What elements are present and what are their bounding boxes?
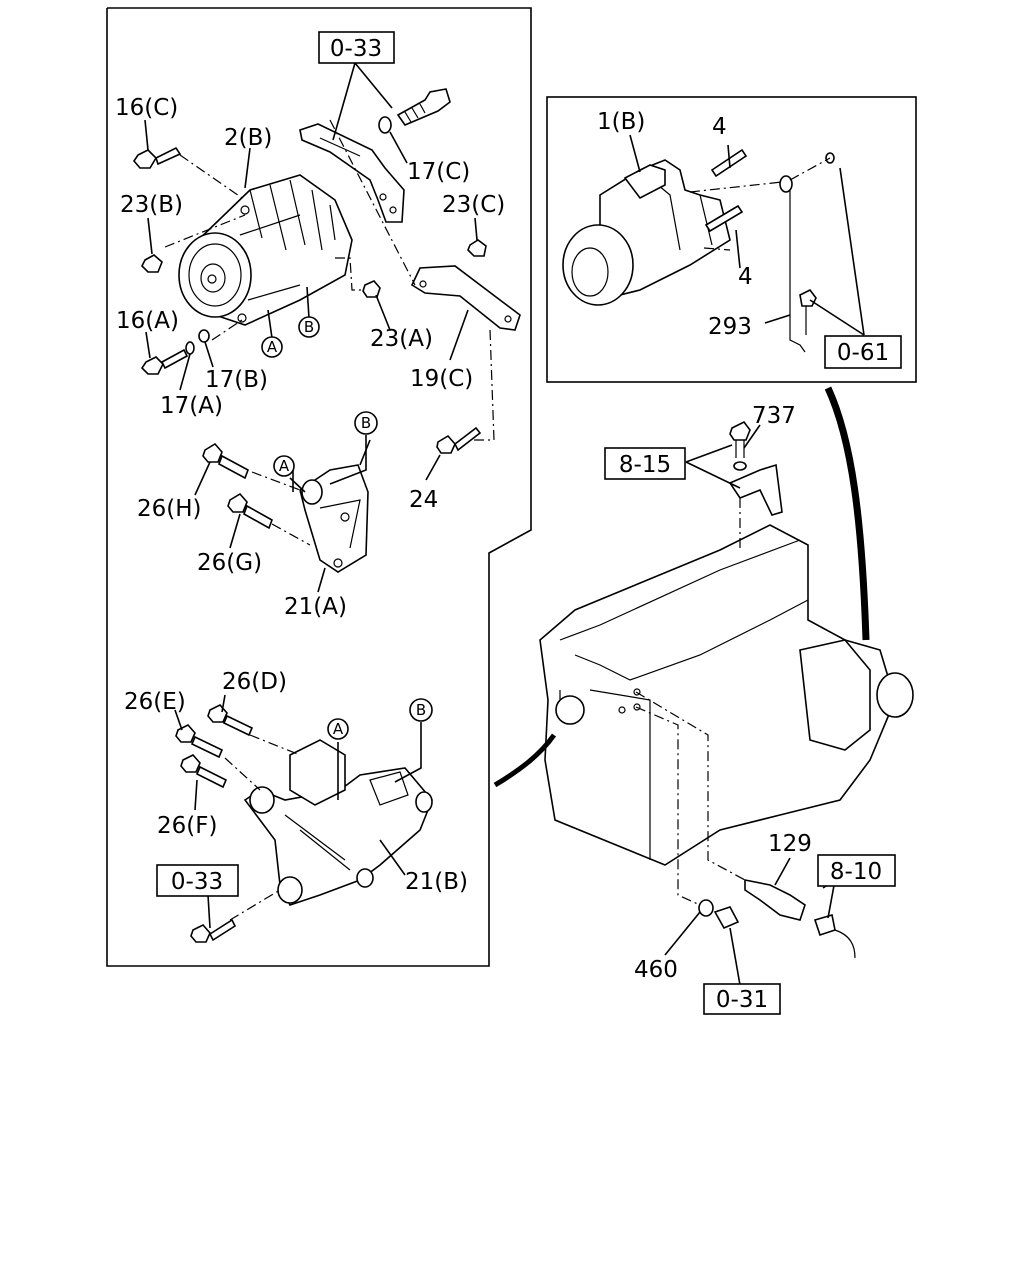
upper-bracket-drawing — [299, 88, 451, 223]
separator-curve-right — [824, 386, 870, 641]
label-24[interactable]: 24 — [409, 487, 438, 513]
marker-a-bracket-21b: A — [327, 718, 349, 740]
label-21b[interactable]: 21(B) — [405, 869, 468, 895]
fasteners-alternator — [132, 146, 487, 454]
label-26d[interactable]: 26(D) — [222, 669, 287, 695]
label-4-bottom[interactable]: 4 — [738, 264, 753, 290]
label-26h[interactable]: 26(H) — [137, 496, 202, 522]
label-293[interactable]: 293 — [708, 314, 752, 340]
dash-lines — [164, 119, 831, 921]
svg-text:B: B — [416, 701, 426, 719]
svg-text:A: A — [279, 457, 290, 475]
label-4-top[interactable]: 4 — [712, 114, 727, 140]
label-17b[interactable]: 17(B) — [205, 367, 268, 393]
label-26g[interactable]: 26(G) — [197, 550, 262, 576]
ref-label: 8-15 — [619, 452, 671, 478]
part-labels: 16(C) 2(B) 23(B) 17(C) 23(C) 16(A) 23(A)… — [115, 95, 812, 983]
bracket-21b-drawing — [175, 704, 433, 943]
ref-box-8-15[interactable]: 8-15 — [604, 447, 686, 480]
svg-text:B: B — [361, 414, 371, 432]
alternator-drawing — [178, 174, 353, 326]
ref-box-0-31[interactable]: 0-31 — [703, 983, 781, 1015]
label-21a[interactable]: 21(A) — [284, 594, 347, 620]
label-19c[interactable]: 19(C) — [410, 366, 473, 392]
marker-a-alternator: A — [261, 336, 283, 358]
svg-text:A: A — [267, 338, 278, 356]
starter-motor-drawing — [562, 148, 748, 306]
engine-block-drawing — [539, 524, 914, 866]
ref-box-0-61[interactable]: 0-61 — [824, 335, 902, 369]
label-1b[interactable]: 1(B) — [597, 109, 645, 135]
label-23b[interactable]: 23(B) — [120, 192, 183, 218]
ref-label: 0-61 — [837, 340, 889, 366]
label-26f[interactable]: 26(F) — [157, 813, 217, 839]
label-17c[interactable]: 17(C) — [407, 159, 470, 185]
bracket-21a-drawing — [202, 442, 369, 573]
label-129[interactable]: 129 — [768, 831, 812, 857]
label-26e[interactable]: 26(E) — [124, 689, 186, 715]
ref-label: 0-33 — [171, 869, 223, 895]
label-16c[interactable]: 16(C) — [115, 95, 178, 121]
ref-box-0-33-top[interactable]: 0-33 — [318, 31, 395, 64]
marker-b-bracket-21b: B — [409, 698, 433, 722]
svg-text:B: B — [304, 318, 314, 336]
marker-a-bracket-21a: A — [273, 455, 295, 477]
separator-curve-left — [493, 733, 557, 788]
marker-b-alternator: B — [298, 316, 320, 338]
marker-b-bracket-21a: B — [354, 411, 378, 435]
label-23c[interactable]: 23(C) — [442, 192, 505, 218]
cable-293-drawing — [783, 184, 806, 353]
label-737[interactable]: 737 — [752, 403, 796, 429]
strap-19c-drawing — [410, 265, 521, 331]
ref-label: 8-10 — [830, 859, 882, 885]
starter-panel-frame — [546, 96, 917, 383]
label-460[interactable]: 460 — [634, 957, 678, 983]
label-23a[interactable]: 23(A) — [370, 326, 433, 352]
svg-text:A: A — [333, 720, 344, 738]
sensor-bracket-drawing — [728, 420, 783, 516]
alternator-panel-frame — [106, 7, 532, 967]
label-16a[interactable]: 16(A) — [116, 308, 179, 334]
label-2b[interactable]: 2(B) — [224, 125, 272, 151]
ref-box-0-33-bottom[interactable]: 0-33 — [156, 864, 239, 897]
ref-label: 0-33 — [330, 36, 382, 62]
sensor-129-drawing — [698, 879, 856, 959]
ref-box-8-10[interactable]: 8-10 — [817, 854, 896, 887]
leader-lines — [144, 62, 865, 986]
label-17a[interactable]: 17(A) — [160, 393, 223, 419]
ref-label: 0-31 — [716, 987, 768, 1013]
